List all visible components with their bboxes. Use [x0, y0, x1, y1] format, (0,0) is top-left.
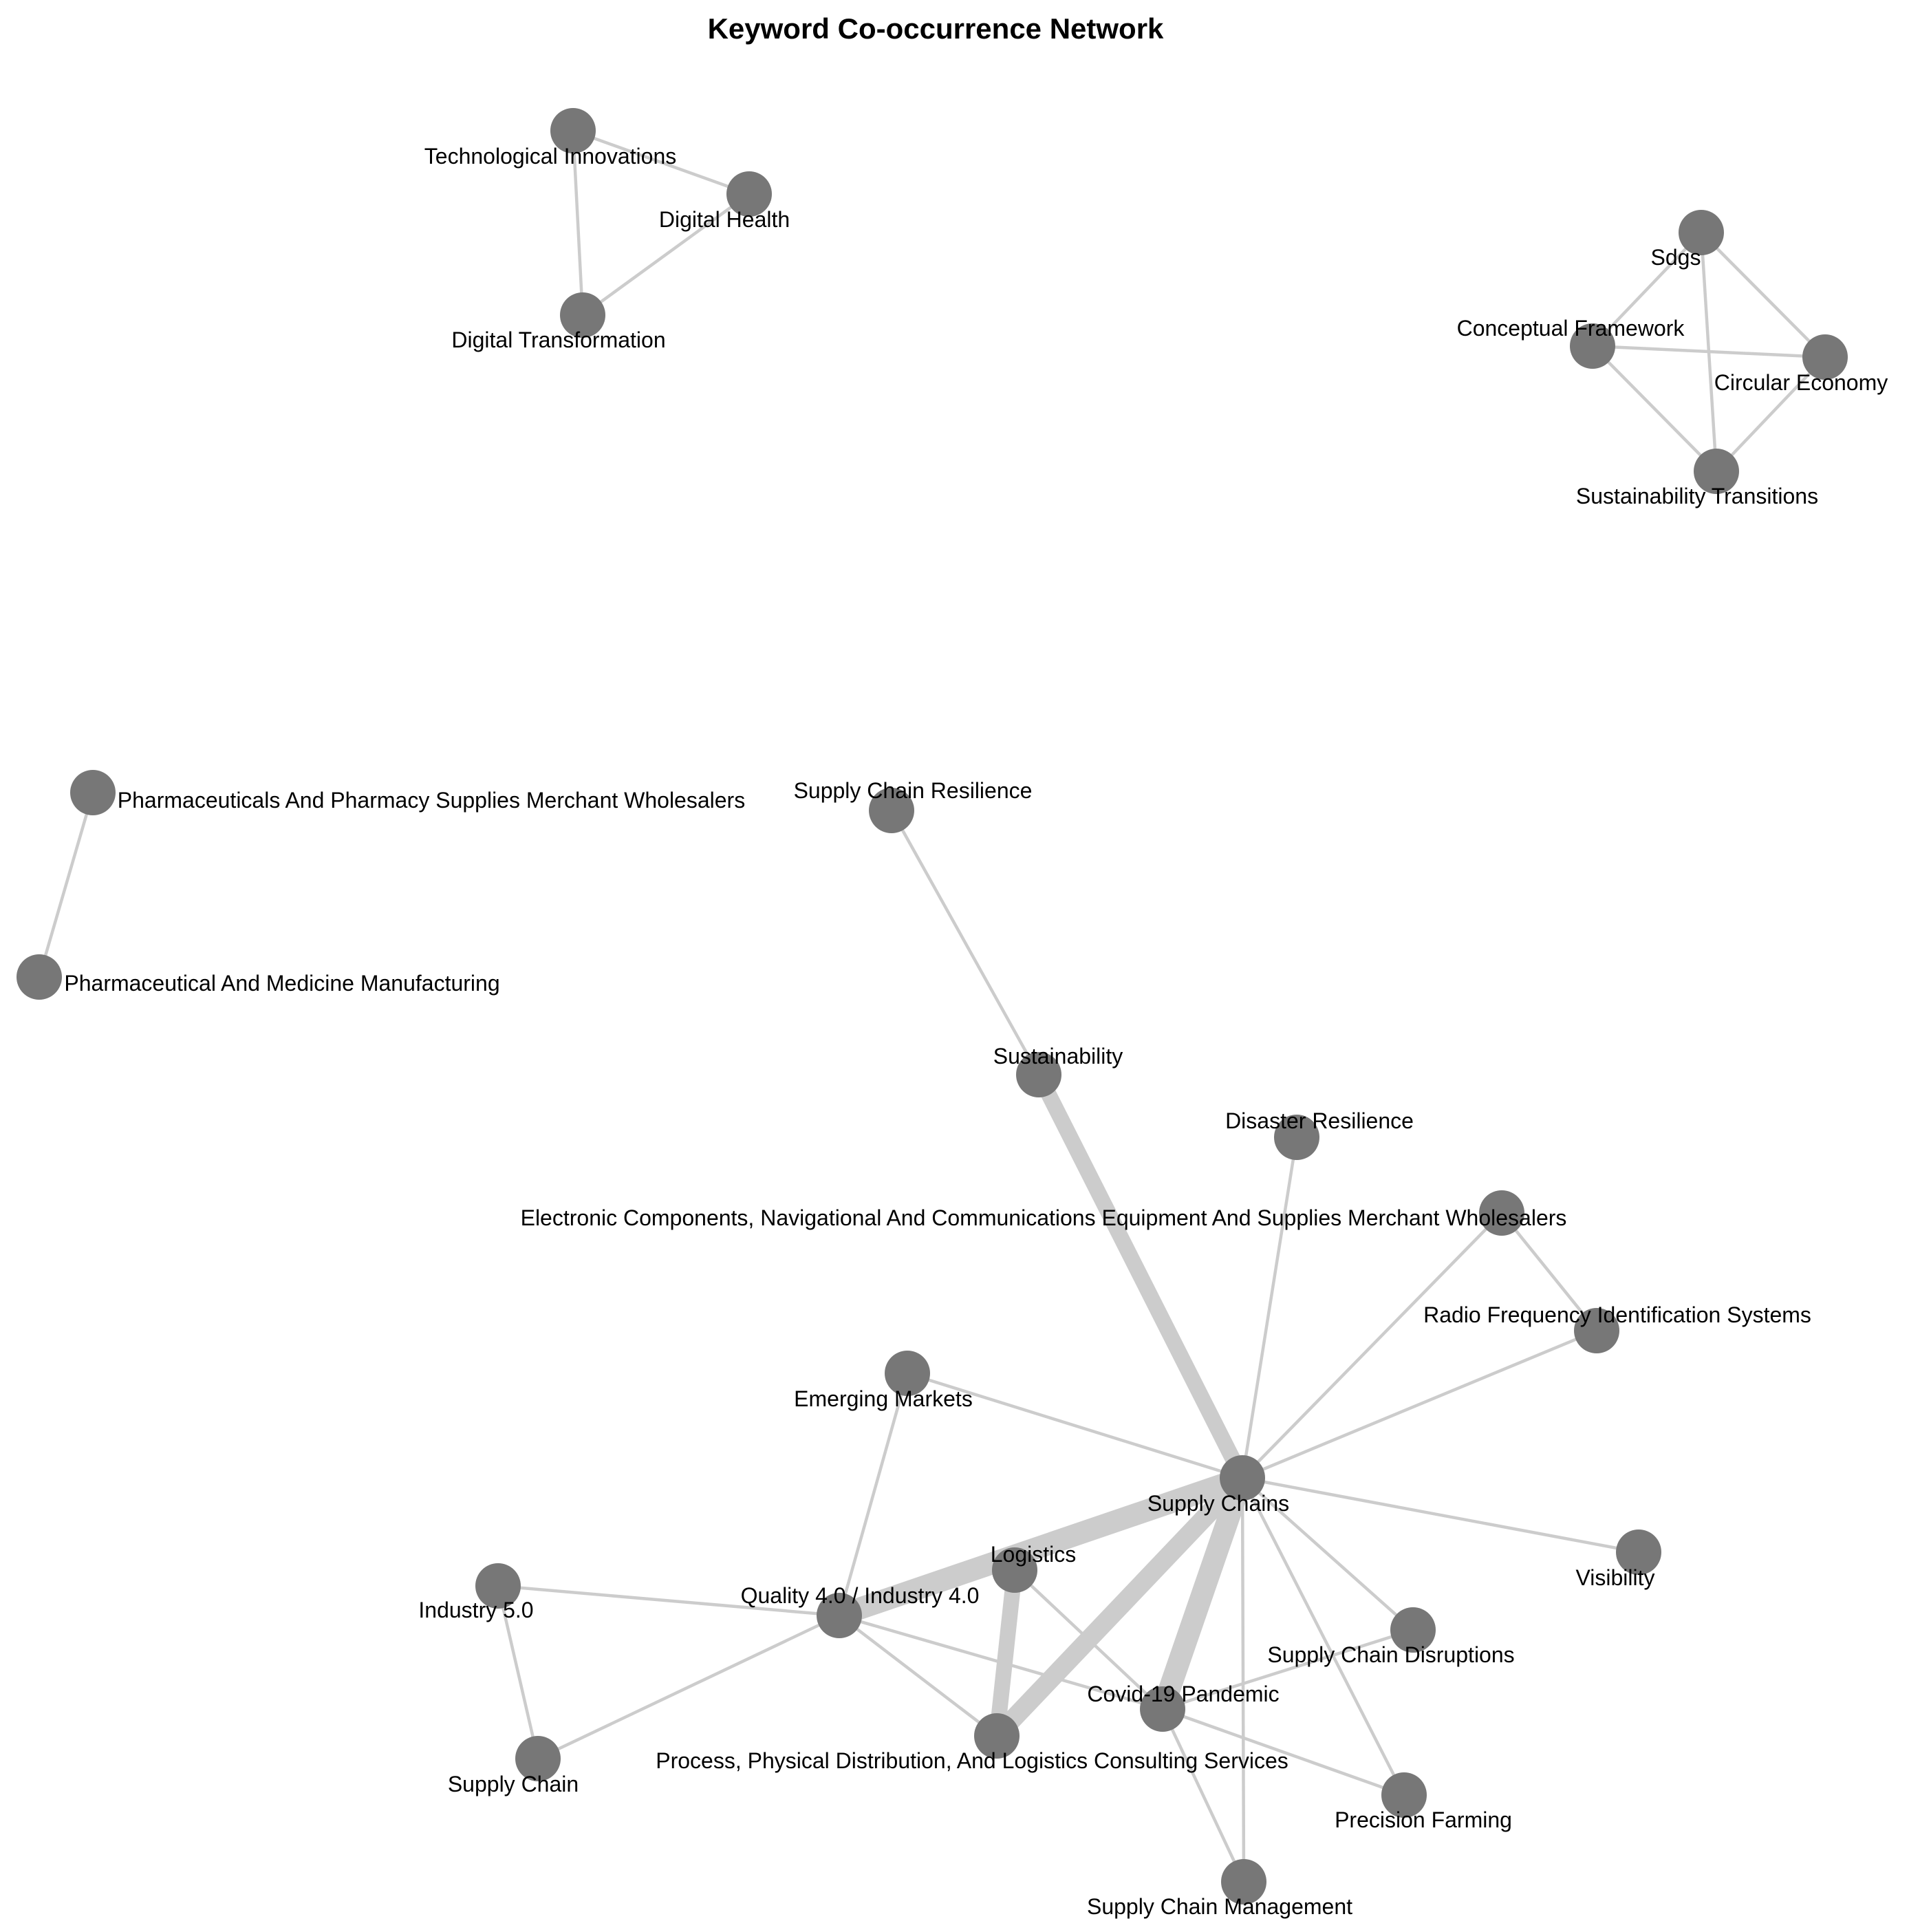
node-visibility	[1616, 1530, 1661, 1575]
node-digital-health	[726, 171, 772, 217]
edge-logistics-logistics-consulting	[989, 1562, 1023, 1744]
node-label-supply-chain-disruptions: Supply Chain Disruptions	[1267, 1642, 1514, 1667]
node-label-technological-innovations: Technological Innovations	[424, 144, 676, 169]
node-sustainability-transitions	[1694, 449, 1739, 494]
edge-emerging-markets-supply-chains	[905, 1371, 1244, 1480]
node-label-pharmaceutical-manufacturing: Pharmaceutical And Medicine Manufacturin…	[64, 971, 499, 996]
node-label-supply-chains: Supply Chains	[1147, 1491, 1289, 1516]
edges-layer	[37, 129, 1827, 1884]
node-logistics-consulting	[974, 1713, 1020, 1759]
node-disaster-resilience	[1274, 1115, 1319, 1160]
edge-conceptual-framework-sustainability-transitions	[1590, 344, 1718, 473]
edge-supply-chains-covid-19	[1151, 1466, 1254, 1721]
node-sdgs	[1679, 210, 1724, 255]
edge-pharmaceuticals-wholesalers-pharmaceutical-manufacturing	[37, 791, 95, 979]
node-label-digital-health: Digital Health	[659, 207, 790, 232]
node-label-conceptual-framework: Conceptual Framework	[1457, 316, 1685, 341]
node-label-logistics-consulting: Process, Physical Distribution, And Logi…	[656, 1748, 1288, 1773]
edge-supply-chains-visibility	[1240, 1476, 1641, 1554]
node-label-circular-economy: Circular Economy	[1714, 370, 1888, 395]
edge-sdgs-conceptual-framework	[1590, 230, 1703, 348]
node-label-electronic-components-wholesalers: Electronic Components, Navigational And …	[521, 1205, 1567, 1230]
edge-electronic-components-wholesalers-supply-chains	[1240, 1211, 1504, 1480]
node-label-precision-farming: Precision Farming	[1335, 1807, 1512, 1832]
edge-quality-4-logistics-consulting	[837, 1613, 999, 1738]
edge-logistics-covid-19	[1013, 1568, 1165, 1711]
node-quality-4	[817, 1593, 862, 1638]
node-label-pharmaceuticals-wholesalers: Pharmaceuticals And Pharmacy Supplies Me…	[118, 788, 745, 813]
node-label-covid-19: Covid-19 Pandemic	[1087, 1682, 1279, 1706]
node-precision-farming	[1381, 1772, 1427, 1818]
node-supply-chains	[1220, 1455, 1265, 1501]
edge-technological-innovations-digital-health	[571, 129, 751, 196]
node-logistics	[992, 1547, 1037, 1593]
node-supply-chain	[515, 1736, 561, 1781]
edge-quality-4-supply-chain	[536, 1613, 841, 1761]
edge-supply-chains-logistics-consulting	[987, 1468, 1252, 1746]
node-supply-chain-resilience	[869, 788, 914, 833]
edge-supply-chain-resilience-sustainability	[889, 808, 1041, 1077]
edge-industry-5-supply-chain	[496, 1584, 540, 1761]
node-label-logistics: Logistics	[991, 1542, 1077, 1567]
node-covid-19	[1140, 1686, 1185, 1732]
edge-covid-19-precision-farming	[1161, 1707, 1406, 1797]
diagram-title: Keyword Co-occurrence Network	[708, 12, 1164, 45]
edge-technological-innovations-digital-transformation	[571, 129, 585, 317]
edge-supply-chains-supply-chain-disruptions	[1240, 1476, 1415, 1632]
edge-rfid-systems-supply-chains	[1240, 1329, 1599, 1480]
edge-supply-chains-supply-chain-management	[1240, 1476, 1246, 1884]
node-pharmaceuticals-wholesalers	[70, 770, 116, 815]
node-technological-innovations	[550, 108, 596, 153]
edge-digital-health-digital-transformation	[581, 192, 751, 317]
edge-quality-4-industry-5	[496, 1584, 841, 1618]
node-label-supply-chain-management: Supply Chain Management	[1087, 1894, 1352, 1919]
node-label-visibility: Visibility	[1576, 1565, 1655, 1590]
node-electronic-components-wholesalers	[1479, 1190, 1524, 1236]
node-label-digital-transformation: Digital Transformation	[451, 328, 665, 352]
node-label-supply-chain-resilience: Supply Chain Resilience	[794, 778, 1033, 803]
edge-supply-chains-quality-4	[828, 1466, 1254, 1627]
node-label-emerging-markets: Emerging Markets	[794, 1386, 973, 1411]
node-industry-5	[475, 1563, 521, 1609]
node-conceptual-framework	[1570, 323, 1615, 369]
node-label-sustainability-transitions: Sustainability Transitions	[1576, 484, 1818, 508]
node-label-supply-chain: Supply Chain	[448, 1772, 579, 1796]
node-label-industry-5: Industry 5.0	[418, 1598, 533, 1622]
edge-emerging-markets-quality-4	[837, 1371, 909, 1618]
edge-covid-19-supply-chain-disruptions	[1161, 1628, 1415, 1711]
node-sustainability	[1016, 1052, 1061, 1097]
node-supply-chain-disruptions	[1390, 1607, 1436, 1653]
edge-sustainability-supply-chains	[1031, 1066, 1251, 1486]
node-label-sustainability: Sustainability	[993, 1044, 1123, 1069]
edge-electronic-components-wholesalers-rfid-systems	[1500, 1211, 1599, 1333]
nodes-layer	[17, 108, 1848, 1904]
edge-sdgs-circular-economy	[1699, 230, 1827, 359]
node-label-sdgs: Sdgs	[1651, 245, 1701, 270]
node-supply-chain-management	[1221, 1859, 1266, 1904]
edge-circular-economy-sustainability-transitions	[1714, 355, 1827, 473]
edge-quality-4-covid-19	[837, 1613, 1165, 1711]
node-rfid-systems	[1574, 1308, 1619, 1353]
edge-disaster-resilience-supply-chains	[1240, 1135, 1299, 1480]
edge-conceptual-framework-circular-economy	[1590, 344, 1827, 359]
edge-covid-19-supply-chain-management	[1161, 1707, 1246, 1884]
node-label-disaster-resilience: Disaster Resilience	[1225, 1108, 1414, 1133]
node-label-quality-4: Quality 4.0 / Industry 4.0	[741, 1583, 980, 1608]
node-pharmaceutical-manufacturing	[17, 954, 62, 1000]
node-digital-transformation	[560, 292, 605, 338]
node-label-rfid-systems: Radio Frequency Identification Systems	[1423, 1302, 1811, 1327]
node-circular-economy	[1802, 334, 1848, 380]
node-emerging-markets	[885, 1351, 930, 1396]
edge-supply-chains-precision-farming	[1240, 1476, 1406, 1797]
